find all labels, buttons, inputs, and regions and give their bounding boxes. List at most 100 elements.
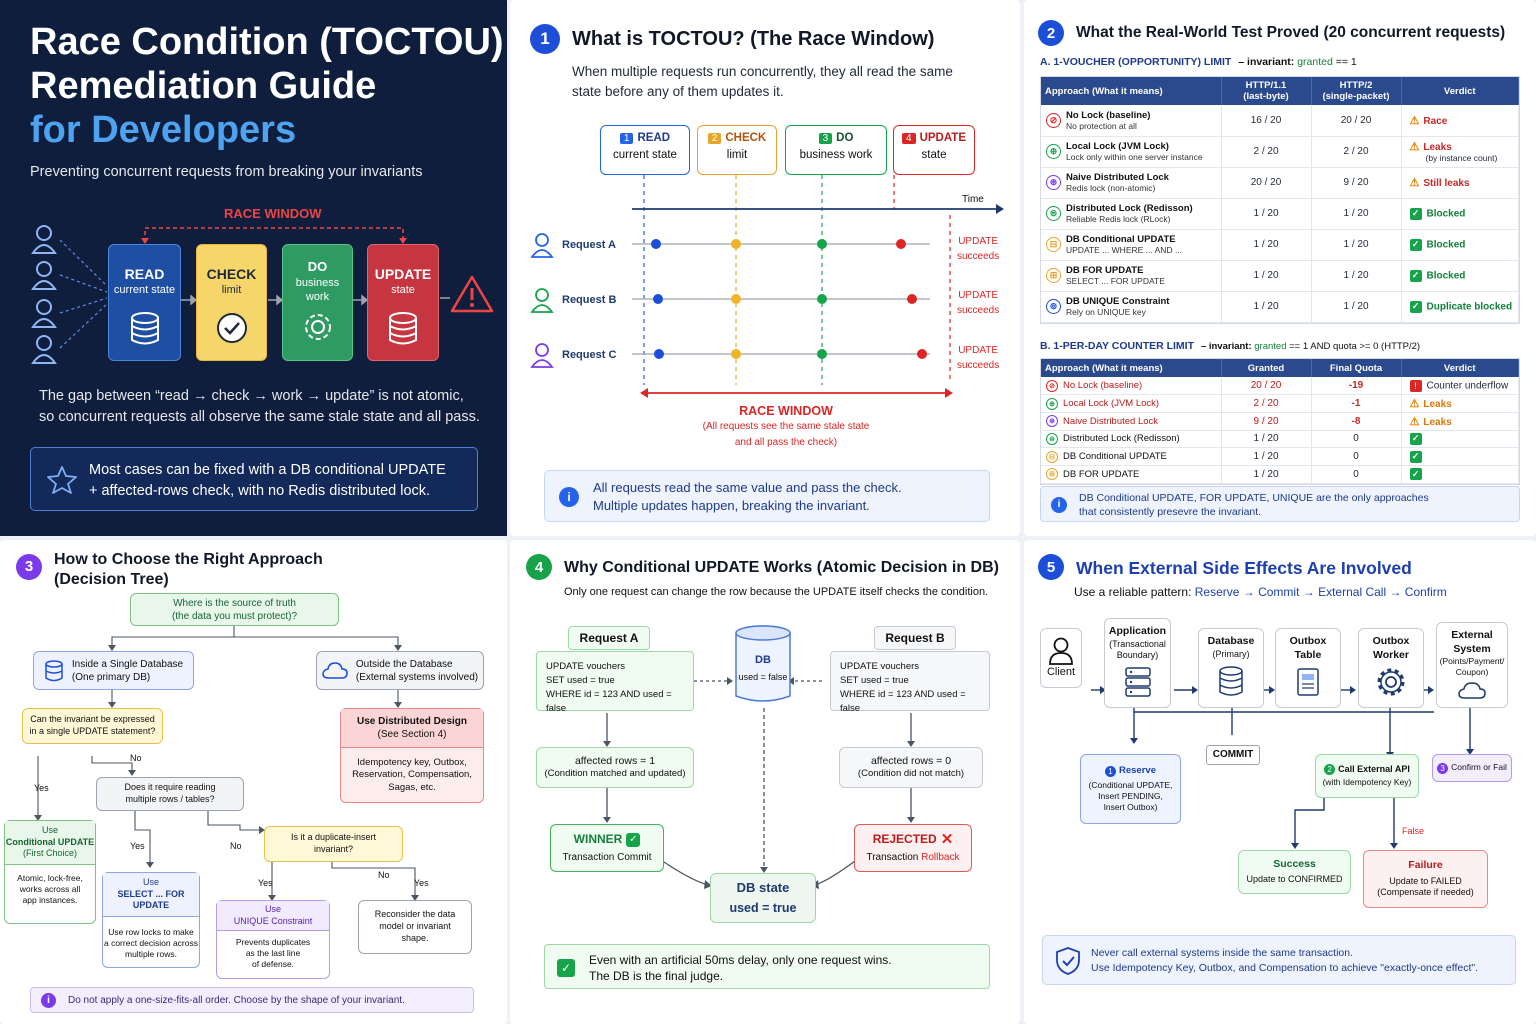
s5-success-d: Update to CONFIRMED <box>1246 874 1343 885</box>
section1-panel: 1 What is TOCTOU? (The Race Window) When… <box>510 0 1020 536</box>
s5-app-line1: Application <box>1108 625 1167 637</box>
lane-result-line2: succeeds <box>957 360 1000 371</box>
approach-desc: No protection at all <box>1066 120 1137 131</box>
checkbox-checked-icon: ✓ <box>1409 450 1422 463</box>
hero-subtitle: Preventing concurrent requests from brea… <box>30 164 423 180</box>
s3-use-conditional-node: Use Conditional UPDATE (First Choice) At… <box>4 820 96 924</box>
s1-race-note2: and all pass the check) <box>734 437 838 448</box>
s4-final-state: DB state used = true <box>710 873 816 923</box>
table-row: ⊘No Lock (baseline)20 / 20-19!Counter un… <box>1041 377 1519 396</box>
s3-uniq-detail3: of defense. <box>251 959 295 970</box>
section3-title-line2: (Decision Tree) <box>54 571 169 588</box>
step-title: READ <box>637 132 671 144</box>
info-icon: i <box>41 992 56 1008</box>
verdict-text: Leaks <box>1423 142 1452 153</box>
s3-distr-detail1: Idempotency key, Outbox, <box>357 757 467 768</box>
section-number: 2 <box>1038 20 1064 46</box>
s5-client: Client <box>1040 628 1082 688</box>
hero-tip-box: Most cases can be fixed with a DB condit… <box>30 447 478 511</box>
step-number: 2 <box>707 133 722 144</box>
lane-result-b: UPDATE succeeds <box>957 288 999 318</box>
s3-no-label: No <box>378 870 390 880</box>
section1-desc-line2: state before any of them updates it. <box>572 84 784 99</box>
table-cell: 1 / 20 <box>1221 198 1312 230</box>
s4-db-state: used = false <box>738 672 788 682</box>
lane-result-line2: succeeds <box>957 305 1000 316</box>
table-cell: 0 <box>1311 430 1402 449</box>
approach-icon: ⊜ <box>1046 432 1058 445</box>
s3-sfu-line1: Use <box>142 877 159 887</box>
close-icon: ✕ <box>940 830 954 848</box>
hero-race-bracket <box>59 227 450 349</box>
hero-step-do: DO business work <box>282 244 353 361</box>
s3-inside-db-node: Inside a Single Database(One primary DB) <box>33 651 194 690</box>
lane-request-b: Request B <box>530 287 616 313</box>
s4-note-text: Even with an artificial 50ms delay, only… <box>589 952 892 984</box>
table-cell: !Counter underflow <box>1401 377 1519 396</box>
s4-sql-b: UPDATE vouchers SET used = true WHERE id… <box>830 651 990 714</box>
approach-desc: UPDATE ... WHERE ... AND ... <box>1066 245 1183 255</box>
tableA: Approach (What it means) HTTP/1.1 (last-… <box>1040 76 1520 324</box>
s3-q3-line1: Is it a duplicate-insert <box>290 832 377 843</box>
s5-ext-line2: System <box>1453 642 1491 655</box>
s5-outbox-line2: Table <box>1294 648 1322 661</box>
tableB: Approach (What it means) Granted Final Q… <box>1040 358 1520 485</box>
hero-step-title: READ <box>124 266 165 282</box>
s4-rejected-sub: Transaction <box>866 852 922 864</box>
approach-name: DB Conditional UPDATE <box>1063 451 1167 463</box>
s5-worker-line1: Outbox <box>1372 635 1410 647</box>
s2-info-line2: that consistently presevre the invariant… <box>1079 506 1262 518</box>
s3-sfu-detail1: Use row locks to make <box>108 927 194 938</box>
s4-winner-sub: Transaction Commit <box>562 852 652 864</box>
table-cell: 0 <box>1311 465 1402 484</box>
s5-pattern-prefix: Use a reliable pattern: <box>1074 585 1195 599</box>
table-cell: ⊕Local Lock (JVM Lock) <box>1041 394 1222 413</box>
s4-note-line1: Even with an artificial 50ms delay, only… <box>589 953 892 967</box>
hero-step-sub: current state <box>113 284 176 297</box>
tableA-table: Approach (What it means) HTTP/1.1 (last-… <box>1041 77 1519 323</box>
approach-name: No Lock (baseline) <box>1066 109 1151 121</box>
checkbox-checked-icon: ✓ <box>1409 432 1422 445</box>
s5-reserve-d3: Insert Outbox) <box>1103 801 1158 812</box>
lane-result-line1: UPDATE <box>958 345 999 356</box>
table-cell: ⚠Leaks(by instance count) <box>1401 136 1519 168</box>
approach-icon: ⊞ <box>1046 268 1061 283</box>
table-header: HTTP/2 (single-packet) <box>1311 77 1402 105</box>
database-icon <box>735 625 791 702</box>
section4-title: Why Conditional UPDATE Works (Atomic Dec… <box>564 559 999 576</box>
warning-icon: ! <box>1409 379 1422 392</box>
timeline-dot-check <box>731 239 741 249</box>
cloud-icon <box>322 661 348 679</box>
s3-root-line2: (the data you must protect)? <box>171 610 298 622</box>
approach-name: Naive Distributed Lock <box>1066 172 1169 183</box>
s5-failure-d1: Update to FAILED <box>1389 875 1462 886</box>
approach-name: DB FOR UPDATE <box>1066 265 1144 276</box>
timeline-dot-do <box>817 294 827 304</box>
table-cell: ⊟DB Conditional UPDATE <box>1041 447 1222 466</box>
lane-result-line1: UPDATE <box>958 290 999 301</box>
s3-uniq-line1: Use <box>264 904 281 914</box>
s5-call-label: Call External API <box>1338 763 1410 774</box>
s1-race-window: RACE WINDOW (All requests see the same s… <box>686 403 886 451</box>
approach-icon: ⊘ <box>1046 112 1061 128</box>
checkmark-icon: ✓ <box>626 832 641 847</box>
user-icon <box>31 298 57 333</box>
hero-title: Race Condition (TOCTOU) Remediation Guid… <box>30 20 504 152</box>
s4-affected-a-line2: (Condition matched and updated) <box>544 768 686 780</box>
s3-cond-line3: (First Choice) <box>22 848 77 859</box>
table-cell: ⊛Naive Distributed Lock <box>1041 412 1222 431</box>
table-cell: 1 / 20 <box>1221 260 1312 292</box>
user-icon <box>530 343 554 368</box>
s5-false-label: False <box>1402 826 1425 836</box>
s1-info-line2: Multiple updates happen, breaking the in… <box>593 498 870 513</box>
s3-footer-text: Do not apply a one-size-fits-all order. … <box>68 994 405 1006</box>
section-number: 1 <box>530 24 560 54</box>
step-title: UPDATE <box>919 132 966 144</box>
s3-yes-label: Yes <box>34 783 49 793</box>
